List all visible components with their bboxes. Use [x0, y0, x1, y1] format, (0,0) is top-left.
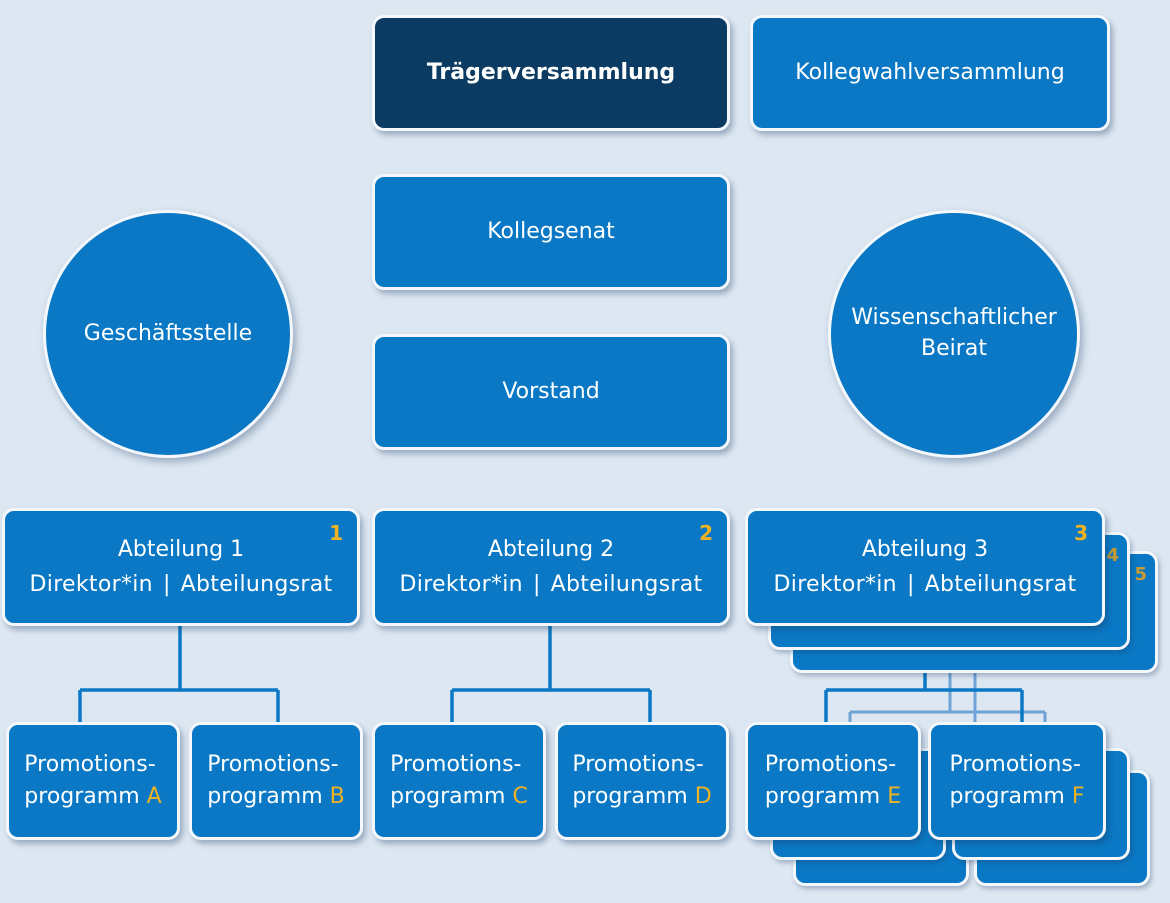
program-line2: programm [207, 784, 323, 809]
kollegsenat-box: Kollegsenat [372, 174, 730, 290]
program-letter: F [1071, 784, 1085, 809]
geschaeftsstelle-circle: Geschäftsstelle [43, 210, 293, 458]
department-council: Abteilungsrat [550, 572, 703, 597]
program-box-e: Promotions- programm E [745, 722, 921, 840]
program-box-c: Promotions- programm C [372, 722, 546, 840]
kollegwahlversammlung-box: Kollegwahlversammlung [750, 15, 1110, 131]
program-line2: programm [390, 784, 506, 809]
program-box-a: Promotions- programm A [6, 722, 180, 840]
vorstand-label: Vorstand [502, 378, 600, 404]
traegerversammlung-label: Trägerversammlung [426, 59, 676, 85]
connector-dept-2 [450, 625, 652, 722]
program-line1: Promotions- [390, 752, 522, 778]
stacked-department-number: 5 [1134, 564, 1147, 585]
department-director: Direktor*in [29, 572, 153, 597]
program-line1: Promotions- [949, 752, 1081, 778]
program-letter: B [329, 784, 345, 809]
connector-dept-1 [78, 625, 280, 722]
department-title: Abteilung 1 [117, 537, 245, 562]
program-line1: Promotions- [764, 752, 897, 778]
program-line2: programm [949, 784, 1065, 809]
kollegwahlversammlung-label: Kollegwahlversammlung [795, 59, 1065, 85]
beirat-label-line2: Beirat [921, 336, 987, 361]
program-letter: A [146, 784, 162, 809]
traegerversammlung-box: Trägerversammlung [372, 15, 730, 131]
department-title: Abteilung 3 [861, 537, 989, 562]
beirat-circle: Wissenschaftlicher Beirat [828, 210, 1080, 458]
program-line2: programm [24, 784, 140, 809]
department-box-1: 1 Abteilung 1 Direktor*in | Abteilungsrat [2, 508, 360, 626]
program-letter: E [887, 784, 902, 809]
program-box-d: Promotions- programm D [555, 722, 729, 840]
program-line1: Promotions- [572, 752, 704, 778]
vorstand-box: Vorstand [372, 334, 730, 450]
geschaeftsstelle-label: Geschäftsstelle [83, 320, 253, 346]
department-number: 2 [699, 521, 713, 545]
department-number: 3 [1074, 521, 1088, 545]
kollegsenat-label: Kollegsenat [487, 218, 615, 244]
department-separator: | [162, 572, 171, 597]
program-letter: D [694, 784, 712, 809]
department-box-3: 3 Abteilung 3 Direktor*in | Abteilungsrat [745, 508, 1105, 626]
department-director: Direktor*in [399, 572, 523, 597]
department-separator: | [532, 572, 541, 597]
department-number: 1 [329, 521, 343, 545]
stacked-department-number: 4 [1106, 545, 1119, 566]
beirat-label-line1: Wissenschaftlicher [851, 305, 1057, 331]
department-director: Direktor*in [773, 572, 897, 597]
program-letter: C [512, 784, 528, 809]
department-title: Abteilung 2 [487, 537, 615, 562]
department-council: Abteilungsrat [924, 572, 1077, 597]
department-separator: | [906, 572, 915, 597]
program-box-f: Promotions- programm F [928, 722, 1106, 840]
program-line2: programm [572, 784, 688, 809]
program-line2: programm [764, 784, 881, 809]
program-line1: Promotions- [207, 752, 339, 778]
program-line1: Promotions- [24, 752, 156, 778]
department-box-2: 2 Abteilung 2 Direktor*in | Abteilungsrat [372, 508, 730, 626]
program-box-b: Promotions- programm B [189, 722, 363, 840]
department-council: Abteilungsrat [180, 572, 333, 597]
